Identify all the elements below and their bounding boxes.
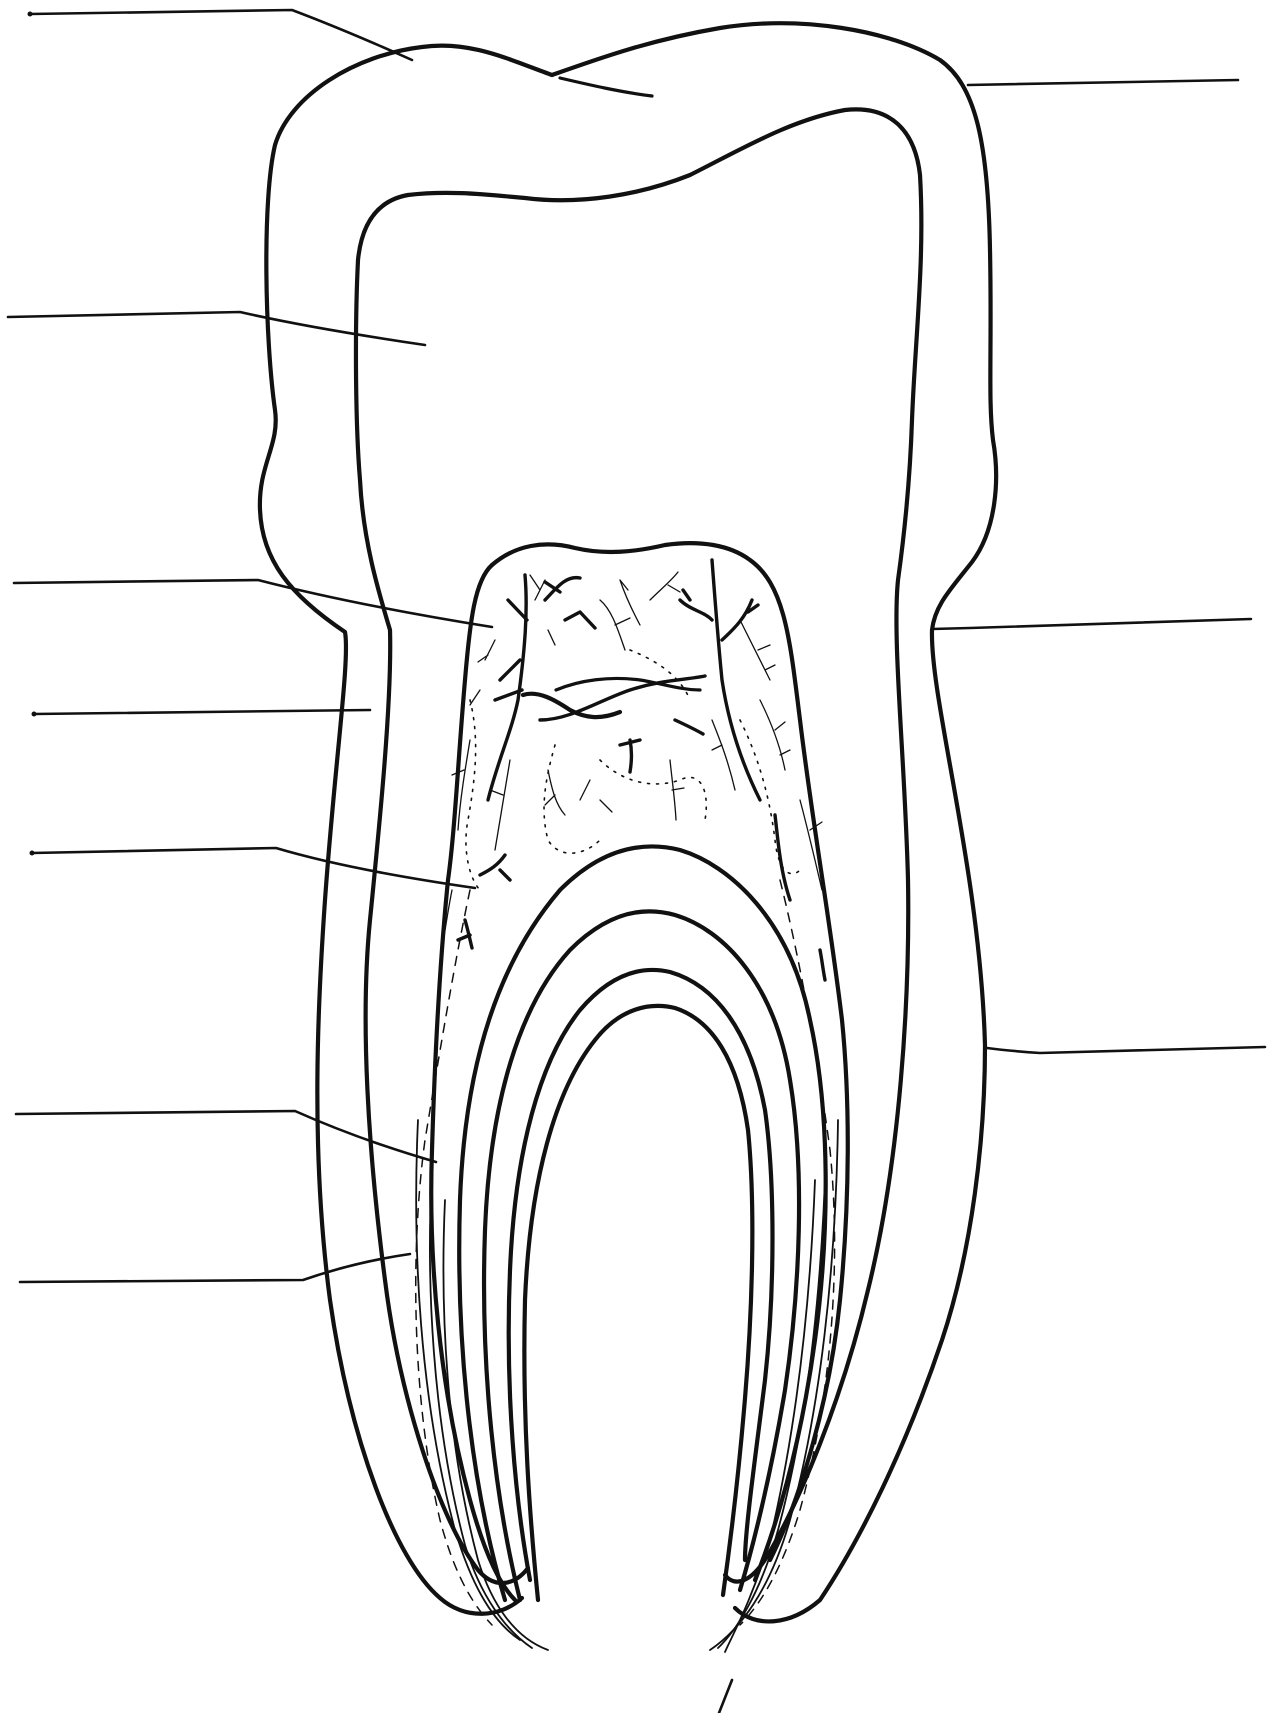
dentin-enamel-junction	[356, 195, 528, 1583]
leader-blood-vessel-dot	[30, 851, 35, 856]
nerve-left-2	[470, 640, 495, 705]
root-canal-core-arch	[524, 1006, 752, 1600]
leader-dentin	[8, 312, 425, 345]
vessel-left-branch-2	[545, 578, 580, 600]
vessel-right-branch-3	[675, 720, 703, 734]
leader-enamel-dot	[28, 12, 33, 17]
leader-neck	[932, 619, 1251, 629]
vessel-left-root-branch	[458, 920, 472, 948]
leader-apex	[719, 1680, 732, 1713]
nerve-left-5	[545, 770, 565, 815]
pulp-dotted-texture-3	[466, 700, 480, 890]
nerve-left-4	[490, 760, 510, 850]
vessel-right-trunk	[712, 560, 760, 800]
tooth-outer-outline-right	[552, 23, 996, 1621]
leader-root	[987, 1047, 1265, 1053]
leader-enamel	[30, 10, 412, 60]
nerve-right-2	[760, 700, 790, 770]
vessel-center-drop	[620, 740, 640, 772]
leader-blood-vessel	[32, 848, 475, 888]
nerve-center-3	[650, 572, 680, 600]
nerve-right-1	[740, 620, 775, 680]
nerve-center-4	[670, 760, 684, 820]
cementum-dashed-left	[416, 890, 492, 1625]
root-canal-inner-arch	[509, 970, 773, 1580]
pulp-dotted-texture-2	[600, 760, 706, 820]
leader-pulp-chamber	[14, 580, 492, 627]
pulp-dotted-texture-4	[740, 720, 800, 874]
vessel-right-root-branch	[820, 950, 825, 980]
vessel-left-lower-branch	[480, 855, 510, 880]
nerve-center-1	[600, 600, 630, 650]
vessel-left-trunk	[488, 575, 526, 800]
occlusal-fissure	[560, 78, 652, 96]
leader-crown	[968, 80, 1238, 85]
vessel-left-branch-3	[565, 612, 595, 628]
leader-cementum	[20, 1254, 410, 1282]
vessel-center-connector	[540, 676, 705, 720]
leader-gingiva-dot	[32, 712, 37, 717]
blood-vessels	[458, 560, 825, 980]
leader-gingiva	[34, 710, 370, 714]
label-leaders	[8, 10, 1265, 1713]
nerve-center-5	[580, 780, 612, 812]
pulp-dotted-texture-1	[544, 745, 600, 853]
vessel-right-branch-1	[680, 590, 712, 620]
pulp-dotted-texture-5	[630, 650, 690, 700]
nerves	[442, 572, 836, 980]
